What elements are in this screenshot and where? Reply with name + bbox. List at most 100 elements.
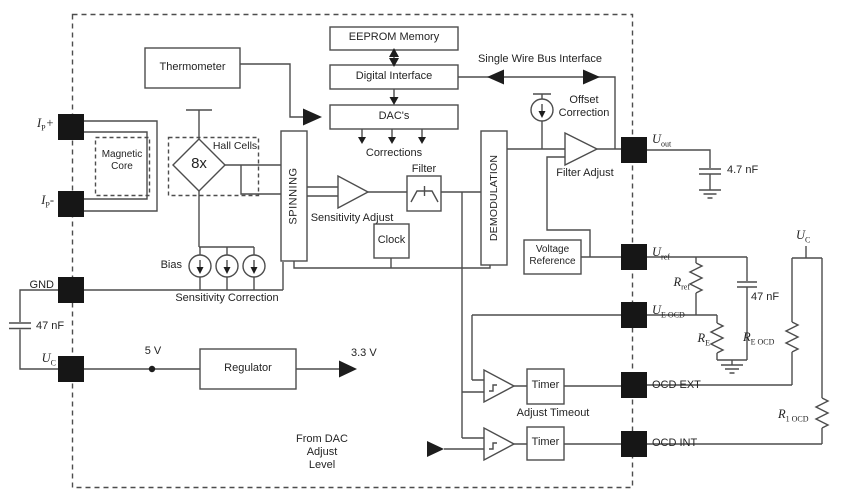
block-boxes (144, 26, 599, 462)
wire-offset (533, 93, 551, 149)
wire-hall-outputs (225, 164, 281, 195)
wire-comparators (444, 385, 621, 450)
pin-label-ocd-ext: OCD EXT (652, 379, 701, 391)
filter-adjust-label: Filter Adjust (556, 167, 614, 179)
wire-uc-ext (647, 246, 830, 445)
digital-interface-box (329, 64, 459, 90)
from-dac-label: From DAC Adjust Level (296, 433, 348, 471)
arrow-down-icon (250, 267, 258, 274)
spinning-label: SPINNING (288, 167, 300, 225)
cap-supply-label: 47 nF (36, 320, 65, 332)
wire-ueocd (471, 314, 621, 381)
thermometer-box (144, 47, 241, 89)
pin-label-ip-minus: IP- (41, 193, 54, 210)
wire-uref-ext (647, 256, 757, 374)
current-source-arrows (199, 104, 543, 270)
pad-ip-plus (58, 114, 84, 140)
sensitivity-adjust-amp (337, 174, 370, 210)
hysteresis-icon-int (489, 442, 497, 450)
pad-ocd-int (621, 431, 647, 457)
voltage-reference-label: Voltage Reference (529, 244, 576, 267)
eeprom-label: EEPROM Memory (348, 31, 440, 43)
pin-label-ocd-int: OCD INT (652, 437, 698, 449)
hysteresis-icon-ext (489, 384, 497, 392)
wire-gnd-rail (84, 262, 284, 291)
from-dac-arrow-icon (427, 441, 444, 457)
node-dot-5v (148, 365, 156, 373)
arrow-down-icon (196, 267, 204, 274)
pad-ue-ocd (621, 302, 647, 328)
arrow-down-icon (389, 58, 399, 67)
hall-cells-label: Hall Cells (212, 140, 258, 152)
corrections-label: Corrections (365, 147, 423, 159)
correction-arrow-icon (388, 137, 396, 144)
bus-arrow-right-icon (583, 69, 600, 85)
ext-label-r-e-ocd: RE OCD (743, 330, 775, 347)
ext-label-uc: UC (796, 228, 811, 245)
voltage-reference-box (523, 239, 582, 275)
clock-label: Clock (377, 234, 406, 246)
supply-5v-label: 5 V (144, 345, 162, 357)
spinning-box (280, 130, 308, 262)
digital-interface-label: Digital Interface (355, 70, 433, 82)
bias-label: Bias (160, 259, 182, 271)
cap-output-label: 4.7 nF (727, 164, 759, 176)
ext-label-r-1-ocd: R1 OCD (778, 407, 809, 424)
pad-uout (621, 137, 647, 163)
wire-primary-loop (84, 120, 158, 212)
correction-arrow-icon (358, 137, 366, 144)
pad-gnd (58, 277, 84, 303)
filter-symbol-icon (410, 186, 439, 203)
thermo-arrow-icon (303, 108, 322, 126)
magnetic-core-label: Magnetic Core (101, 149, 143, 172)
thermometer-label: Thermometer (159, 61, 226, 73)
wire-ocd-tap (461, 192, 484, 439)
v33-arrow-icon (339, 360, 357, 378)
dacs-box (329, 104, 459, 130)
bus-arrow-left-icon (487, 69, 504, 85)
wire-thermometer (240, 63, 303, 118)
pin-label-uref: Uref (652, 245, 670, 262)
arrow-up-icon (389, 48, 399, 57)
arrow-down-icon (223, 267, 231, 274)
pin-label-ip-plus: IP+ (36, 116, 54, 133)
adjust-timeout-label: Adjust Timeout (516, 407, 590, 419)
single-wire-bus-label: Single Wire Bus Interface (477, 53, 603, 65)
demodulation-box (480, 130, 508, 266)
timer-int-box (526, 426, 565, 461)
solid-marks (58, 48, 647, 457)
pin-label-uc: UC (41, 351, 56, 368)
cap-ref-label: 47 nF (751, 291, 780, 303)
wire-uout (597, 148, 721, 199)
timer-ext-label: Timer (531, 379, 560, 391)
offset-correction-label: Offset Correction (558, 94, 610, 119)
regulator-label: Regulator (224, 362, 272, 374)
pin-label-gnd: GND (29, 279, 54, 291)
arrow-down-icon (538, 111, 546, 118)
regulator-box (199, 348, 297, 390)
ocd-ext-comparator (483, 368, 516, 404)
pad-ocd-ext (621, 372, 647, 398)
wire-corrections (361, 129, 423, 138)
pin-label-uout: Uout (652, 132, 672, 149)
timer-ext-box (526, 368, 565, 405)
ocd-int-comparator (483, 426, 516, 462)
hall-gain-label: 8x (191, 155, 207, 172)
arrow-down-icon (389, 97, 399, 105)
wire-supply (9, 289, 339, 370)
wire-feedback (546, 156, 591, 257)
wire-sync (293, 258, 491, 269)
sensitivity-correction-label: Sensitivity Correction (175, 292, 279, 304)
ext-label-r-e: RE (697, 331, 710, 348)
supply-3v3-label: 3.3 V (351, 347, 377, 359)
pin-label-ue-ocd: UE OCD (652, 303, 685, 320)
hall-cells-box (167, 136, 260, 197)
filter-label: Filter (411, 163, 437, 175)
demodulation-label: DEMODULATION (488, 154, 500, 242)
sensitivity-adjust-label: Sensitivity Adjust (310, 212, 394, 224)
timer-int-label: Timer (531, 436, 560, 448)
wire-bus (458, 76, 616, 149)
filter-adjust-amp (564, 131, 599, 167)
